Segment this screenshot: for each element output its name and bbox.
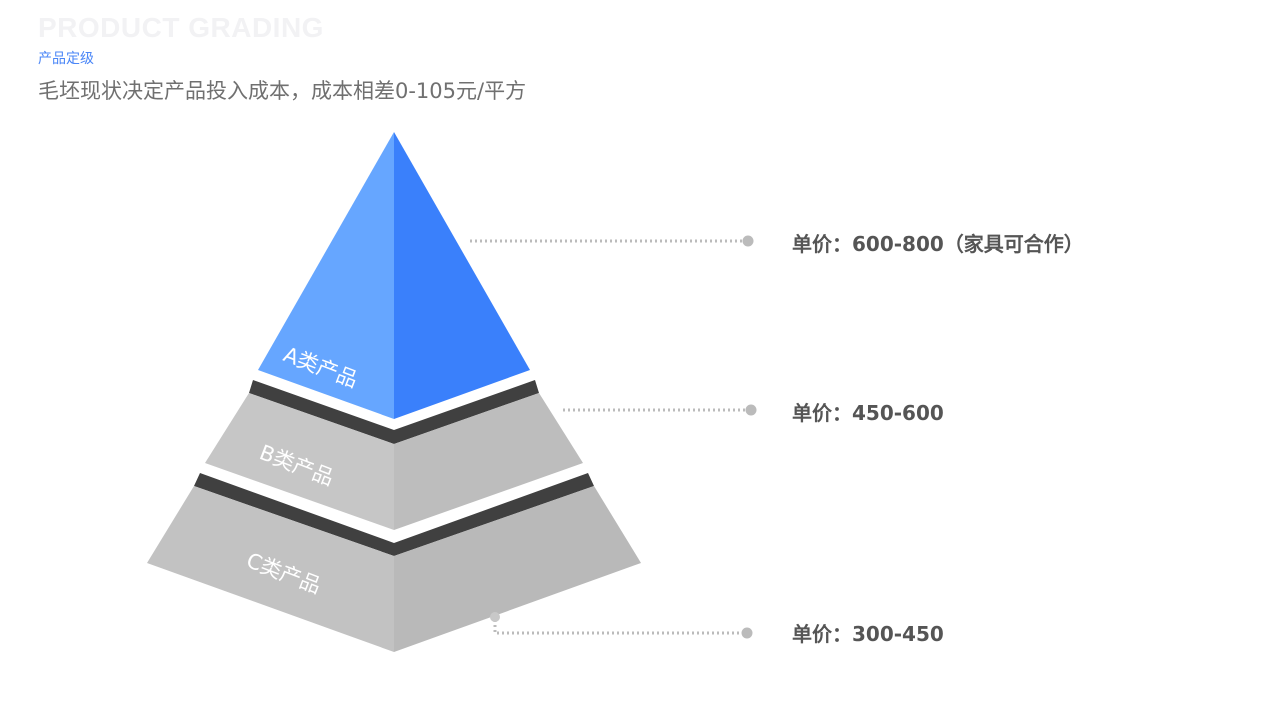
price-a: 单价：600-800（家具可合作） [792,232,1084,256]
tier-b-band [249,380,539,444]
subtitle: 毛坯现状决定产品投入成本，成本相差0-105元/平方 [38,79,527,103]
tier-c-left-face [147,486,394,652]
connector-dot-c-origin [490,612,500,622]
price-c: 单价：300-450 [792,622,944,646]
section-tag: 产品定级 [38,51,94,67]
tier-a-left-face [258,132,394,419]
tier-c-right-face [394,486,641,652]
connector-dot-c [741,627,753,639]
tier-b-right-face [394,393,583,530]
connector-dot-b [745,404,757,416]
price-b: 单价：450-600 [792,401,944,425]
connector-c [493,620,744,635]
tier-a-right-face [394,132,530,419]
watermark-title: PRODUCT GRADING [38,12,324,43]
tier-b-left-face [205,393,394,530]
connector-dot-a [742,235,754,247]
